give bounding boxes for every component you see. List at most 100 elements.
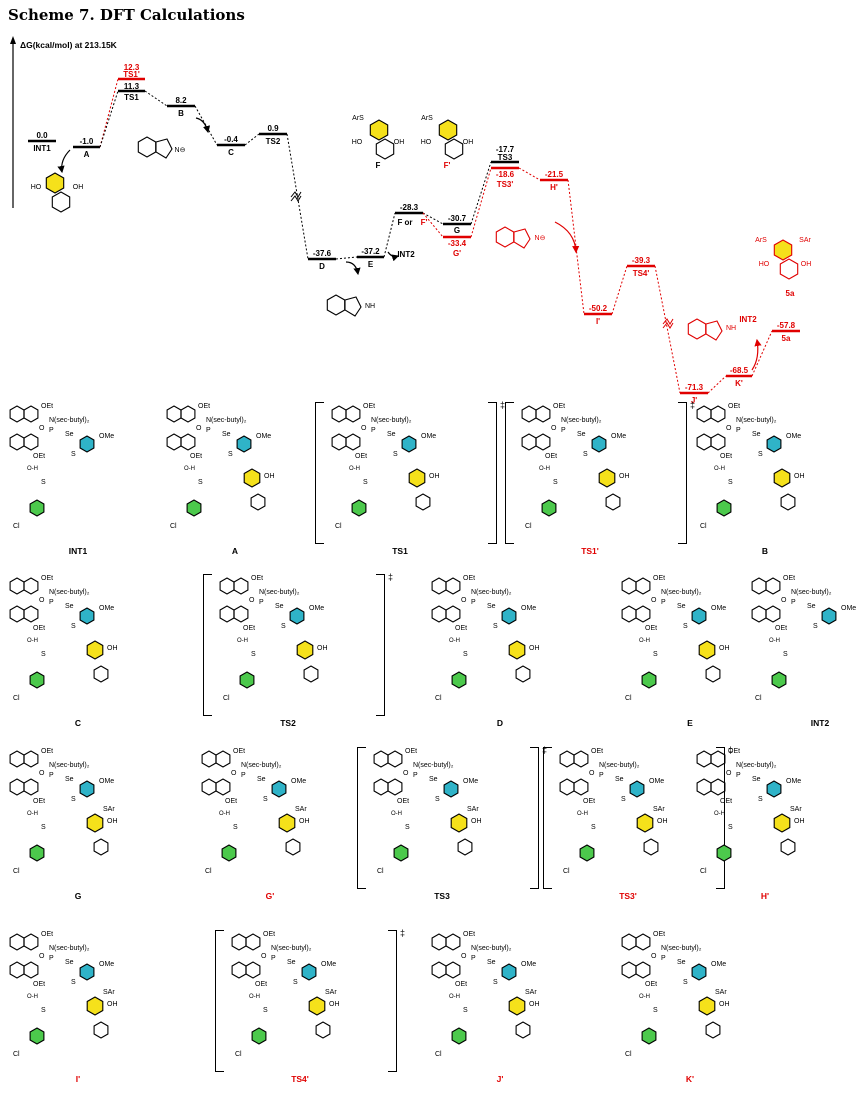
svg-text:P: P xyxy=(661,955,666,962)
svg-text:N(sec-butyl)₂: N(sec-butyl)₂ xyxy=(49,945,90,952)
svg-text:O-H: O-H xyxy=(184,466,195,472)
svg-text:P: P xyxy=(371,427,376,434)
svg-text:OMe: OMe xyxy=(256,433,271,440)
svg-text:S: S xyxy=(683,979,688,986)
svg-text:Se: Se xyxy=(807,603,816,610)
svg-text:O-H: O-H xyxy=(769,638,780,644)
svg-text:Se: Se xyxy=(677,603,686,610)
connector xyxy=(518,167,541,181)
svg-text:OH: OH xyxy=(801,261,812,268)
connector xyxy=(707,375,727,394)
svg-text:-39.3: -39.3 xyxy=(632,256,651,265)
svg-text:-71.3: -71.3 xyxy=(685,383,704,392)
svg-text:OMe: OMe xyxy=(99,605,114,612)
svg-text:OH: OH xyxy=(73,184,84,191)
svg-text:S: S xyxy=(813,623,818,630)
svg-text:N(sec-butyl)₂: N(sec-butyl)₂ xyxy=(206,417,247,424)
svg-text:S: S xyxy=(263,796,268,803)
svg-text:ArS: ArS xyxy=(755,237,767,244)
svg-text:P: P xyxy=(661,599,666,606)
svg-text:SAr: SAr xyxy=(467,806,479,813)
svg-text:P: P xyxy=(791,599,796,606)
svg-text:F': F' xyxy=(421,218,428,227)
svg-text:OEt: OEt xyxy=(41,575,53,582)
reaction-arrow xyxy=(345,261,361,276)
svg-text:OMe: OMe xyxy=(711,961,726,968)
svg-text:OMe: OMe xyxy=(521,961,536,968)
svg-text:OEt: OEt xyxy=(363,403,375,410)
svg-text:Se: Se xyxy=(275,603,284,610)
svg-text:OEt: OEt xyxy=(645,625,657,632)
ts-dagger: ‡ xyxy=(400,928,406,938)
structure-label: A xyxy=(231,546,239,556)
svg-text:O: O xyxy=(651,597,657,604)
svg-text:N(sec-butyl)₂: N(sec-butyl)₂ xyxy=(791,589,832,596)
svg-text:OH: OH xyxy=(719,1001,730,1008)
svg-text:5a: 5a xyxy=(782,334,791,343)
svg-text:S: S xyxy=(758,451,763,458)
svg-text:O: O xyxy=(196,425,202,432)
svg-text:P: P xyxy=(561,427,566,434)
svg-text:S: S xyxy=(463,1007,468,1014)
structure-label: G' xyxy=(265,891,275,901)
svg-text:S: S xyxy=(783,651,788,658)
svg-text:Cl: Cl xyxy=(525,523,532,530)
svg-text:Cl: Cl xyxy=(335,523,342,530)
reaction-arrow xyxy=(554,221,580,254)
structure-label: C xyxy=(74,718,82,728)
svg-text:P: P xyxy=(241,772,246,779)
svg-text:N(sec-butyl)₂: N(sec-butyl)₂ xyxy=(413,762,454,769)
svg-text:S: S xyxy=(233,824,238,831)
svg-text:HO: HO xyxy=(352,139,363,146)
svg-text:TS3': TS3' xyxy=(497,180,514,189)
svg-text:Se: Se xyxy=(257,776,266,783)
svg-text:-17.7: -17.7 xyxy=(496,145,515,154)
svg-text:Cl: Cl xyxy=(205,868,212,875)
svg-text:P: P xyxy=(49,427,54,434)
ts-bracket-right xyxy=(678,402,687,544)
svg-text:Se: Se xyxy=(387,431,396,438)
svg-text:OH: OH xyxy=(463,139,474,146)
svg-text:Cl: Cl xyxy=(625,695,632,702)
biaryl-ring xyxy=(45,172,65,194)
svg-text:D: D xyxy=(319,262,325,271)
svg-text:S: S xyxy=(591,824,596,831)
svg-text:Cl: Cl xyxy=(435,1051,442,1058)
svg-text:INT2: INT2 xyxy=(739,315,757,324)
svg-text:OEt: OEt xyxy=(251,575,263,582)
svg-text:OEt: OEt xyxy=(775,625,787,632)
saccharin-ring xyxy=(326,294,346,316)
svg-text:OMe: OMe xyxy=(463,778,478,785)
svg-text:OEt: OEt xyxy=(583,798,595,805)
ts-bracket-left xyxy=(357,747,366,889)
svg-text:S: S xyxy=(228,451,233,458)
svg-text:S: S xyxy=(41,479,46,486)
svg-text:OEt: OEt xyxy=(545,453,557,460)
svg-text:O-H: O-H xyxy=(349,466,360,472)
svg-text:8.2: 8.2 xyxy=(175,96,187,105)
svg-text:OMe: OMe xyxy=(99,961,114,968)
svg-text:NH: NH xyxy=(365,303,375,310)
svg-text:5a: 5a xyxy=(786,289,795,298)
svg-text:HO: HO xyxy=(759,261,770,268)
ts-bracket-left xyxy=(315,402,324,544)
svg-text:S: S xyxy=(435,796,440,803)
ts-bracket-left xyxy=(203,574,212,716)
svg-text:Cl: Cl xyxy=(223,695,230,702)
svg-text:P: P xyxy=(271,955,276,962)
svg-text:OEt: OEt xyxy=(591,748,603,755)
svg-text:Cl: Cl xyxy=(13,523,20,530)
structure-label: TS1' xyxy=(581,546,599,556)
ts-dagger: ‡ xyxy=(388,572,394,582)
svg-text:I': I' xyxy=(596,317,600,326)
svg-text:Cl: Cl xyxy=(13,695,20,702)
svg-text:OEt: OEt xyxy=(397,798,409,805)
svg-text:OEt: OEt xyxy=(720,798,732,805)
svg-text:-21.5: -21.5 xyxy=(545,170,564,179)
